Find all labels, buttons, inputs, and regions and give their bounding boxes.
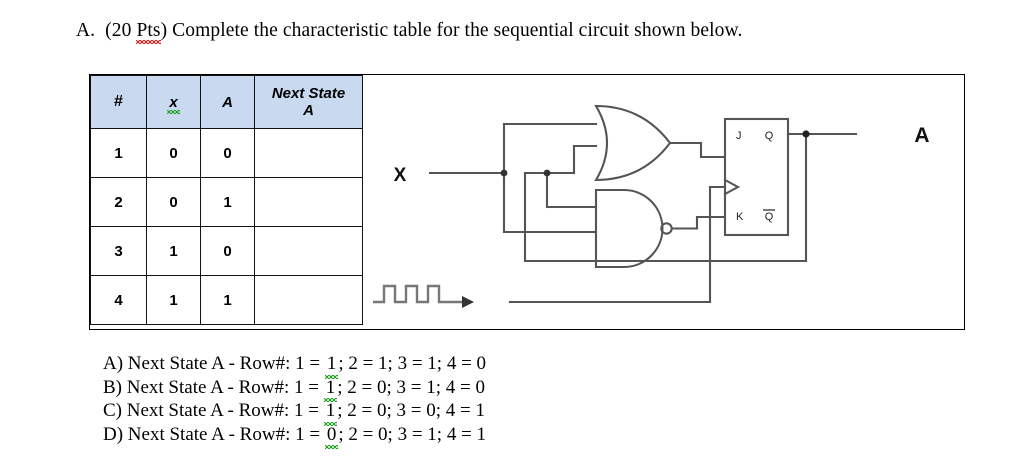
junction-dot-x: [500, 169, 508, 177]
nand-gate-shape: [594, 188, 664, 269]
question-points-prefix: (20: [105, 20, 137, 41]
cell-next-state[interactable]: [254, 226, 363, 276]
question-prompt: A. (20 Pts) Complete the characteristic t…: [76, 20, 743, 44]
question-points-suffix: ): [160, 20, 168, 41]
answer-option-a-prefix: A) Next State A - Row#: 1 =: [103, 353, 325, 374]
question-text: Complete the characteristic table for th…: [167, 20, 743, 41]
table-row: 2 0 1: [90, 177, 363, 227]
answer-option-b[interactable]: B) Next State A - Row#: 1 = 1; 2 = 0; 3 …: [103, 376, 486, 402]
cell-a: 1: [200, 177, 255, 227]
column-header-next-state-line1: Next State: [271, 84, 346, 102]
svg-text:Q: Q: [765, 211, 774, 223]
cell-x: 1: [146, 275, 201, 325]
cell-x: 0: [146, 177, 201, 227]
circuit-output-label: A: [914, 124, 929, 147]
ff-pin-k: K: [736, 211, 744, 223]
column-header-next-state-line2: A: [303, 102, 314, 119]
ff-pin-q: Q: [765, 130, 774, 142]
figure-frame: # x A Next State A 1 0 0 2 0 1: [89, 74, 965, 330]
cell-row-index: 3: [90, 226, 147, 276]
column-header-next-state: Next State A: [254, 75, 363, 129]
answer-option-d[interactable]: D) Next State A - Row#: 1 = 0; 2 = 0; 3 …: [103, 423, 487, 449]
cell-next-state[interactable]: [254, 275, 363, 325]
answer-option-d-flagged: 0: [324, 423, 338, 449]
answer-option-c-suffix: ; 2 = 0; 3 = 0; 4 = 1: [337, 400, 485, 421]
column-header-a: A: [200, 75, 255, 129]
answer-option-a[interactable]: A) Next State A - Row#: 1 = 1; 2 = 1; 3 …: [103, 352, 487, 378]
cell-x: 1: [146, 226, 201, 276]
column-header-x: x: [146, 75, 201, 129]
clock-waveform-icon: [373, 284, 466, 304]
table-row: 3 1 0: [90, 226, 363, 276]
answer-option-d-suffix: ; 2 = 0; 3 = 1; 4 = 1: [338, 423, 487, 445]
answer-option-b-flagged: 1: [323, 376, 337, 402]
answer-option-c-prefix: C) Next State A - Row#: 1 =: [103, 400, 324, 421]
cell-x: 0: [146, 128, 201, 178]
column-header-index: #: [90, 75, 147, 129]
answer-option-b-prefix: B) Next State A - Row#: 1 =: [103, 376, 324, 398]
answer-option-a-flagged: 1: [324, 353, 338, 378]
column-header-x-label: x: [167, 93, 181, 114]
jk-flipflop-box: [723, 117, 790, 237]
clock-triangle-icon: [723, 178, 741, 196]
or-gate-shape: [594, 104, 672, 182]
answer-option-a-suffix: ; 2 = 1; 3 = 1; 4 = 0: [338, 353, 487, 374]
ff-pin-j: J: [736, 130, 742, 142]
answer-option-d-prefix: D) Next State A - Row#: 1 =: [103, 423, 325, 445]
table-row: 1 0 0: [90, 128, 363, 178]
table-header-row: # x A Next State A: [90, 75, 363, 129]
answer-option-b-suffix: ; 2 = 0; 3 = 1; 4 = 0: [337, 376, 485, 398]
cell-next-state[interactable]: [254, 128, 363, 178]
question-label: A.: [76, 20, 96, 41]
cell-row-index: 1: [90, 128, 147, 178]
junction-dot-feedback: [543, 169, 551, 177]
characteristic-table: # x A Next State A 1 0 0 2 0 1: [90, 75, 363, 325]
junction-dot-q: [802, 130, 810, 138]
clock-arrow-icon: [462, 296, 474, 308]
cell-row-index: 2: [90, 177, 147, 227]
answer-options-list: A) Next State A - Row#: 1 = 1; 2 = 1; 3 …: [103, 352, 487, 449]
cell-row-index: 4: [90, 275, 147, 325]
circuit-input-label: X: [394, 165, 407, 186]
cell-a: 0: [200, 226, 255, 276]
answer-option-c-flagged: 1: [323, 400, 337, 425]
table-row: 4 1 1: [90, 275, 363, 325]
question-points-word: Pts: [136, 20, 161, 44]
sequential-circuit-diagram: J K Q Q X A: [370, 75, 966, 329]
cell-a: 1: [200, 275, 255, 325]
cell-next-state[interactable]: [254, 177, 363, 227]
cell-a: 0: [200, 128, 255, 178]
answer-option-c[interactable]: C) Next State A - Row#: 1 = 1; 2 = 0; 3 …: [103, 399, 486, 425]
ff-pin-qbar: Q: [763, 209, 775, 223]
